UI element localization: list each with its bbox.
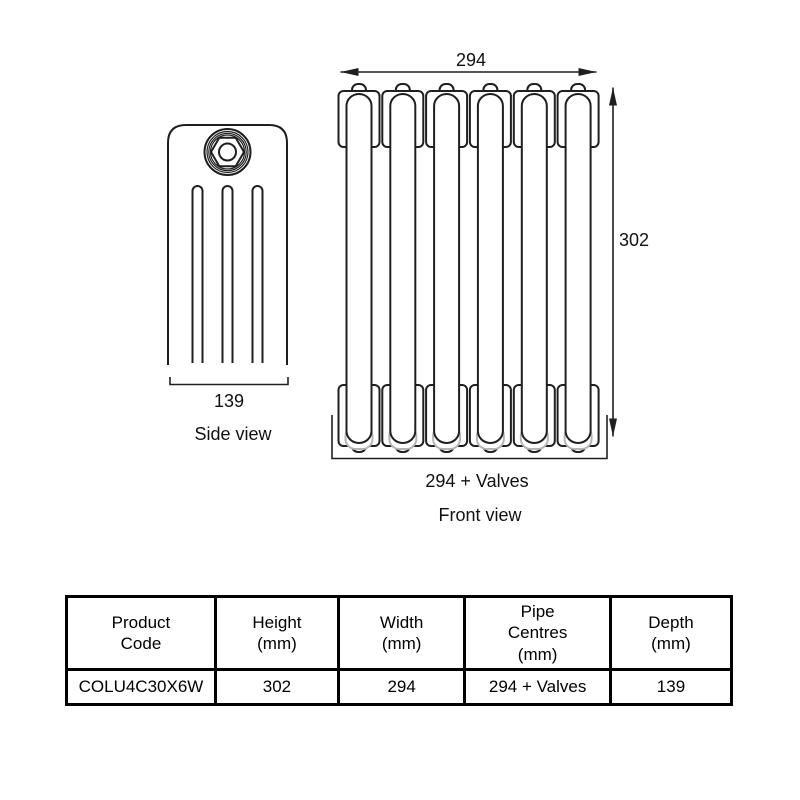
- height-dimension-label: 302: [619, 230, 649, 250]
- header-width: Width (mm): [336, 595, 467, 671]
- value-height: 302: [213, 668, 340, 706]
- spec-table-value-row: COLU4C30X6W 302 294 294 + Valves 139: [65, 668, 734, 706]
- value-depth: 139: [608, 668, 734, 706]
- depth-dimension-bracket: [169, 377, 289, 386]
- front-view-caption: Front view: [438, 505, 522, 525]
- value-pipe-centres: 294 + Valves: [463, 668, 612, 706]
- depth-dimension-label: 139: [214, 391, 244, 411]
- side-view-body: [167, 124, 288, 365]
- header-depth: Depth (mm): [608, 595, 734, 671]
- radiator-columns: [337, 83, 600, 453]
- pipe-centres-dimension-label: 294 + Valves: [425, 471, 528, 491]
- header-height: Height (mm): [213, 595, 340, 671]
- header-product-code: Product Code: [65, 595, 217, 671]
- side-view-drawing: 139 Side view: [167, 124, 289, 444]
- radiator-technical-drawing: 139 Side view 294 302 294 + Valves Front: [167, 50, 649, 525]
- value-product-code: COLU4C30X6W: [65, 668, 217, 706]
- side-view-caption: Side view: [194, 424, 272, 444]
- width-dimension-label: 294: [456, 50, 486, 70]
- pipe-centres-bracket: [331, 415, 608, 460]
- header-pipe-centres: Pipe Centres (mm): [463, 595, 612, 671]
- front-view-drawing: 294 302 294 + Valves Front view: [331, 50, 649, 525]
- value-width: 294: [336, 668, 467, 706]
- spec-table: Product Code Height (mm) Width (mm) Pipe…: [65, 595, 734, 706]
- spec-table-header-row: Product Code Height (mm) Width (mm) Pipe…: [65, 595, 734, 671]
- bushing-icon: [203, 128, 252, 176]
